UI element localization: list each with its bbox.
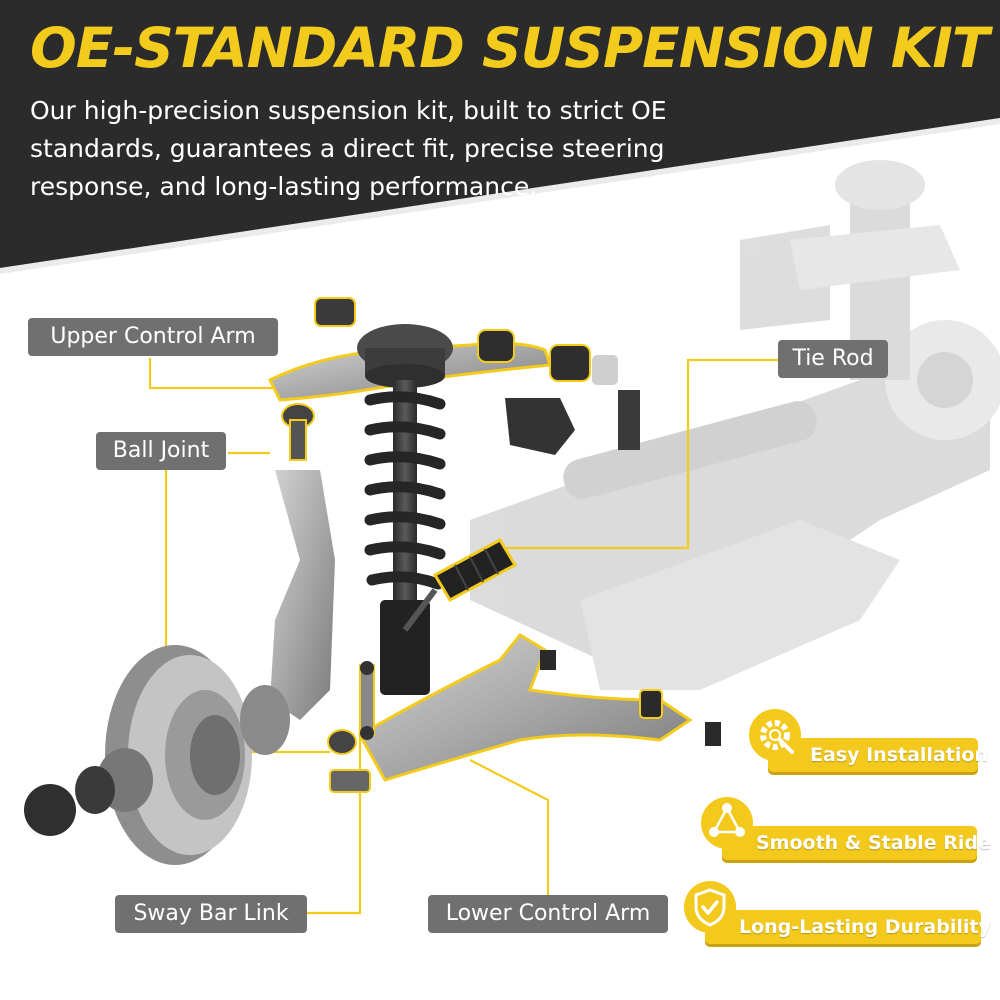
lower-control-arm-part bbox=[329, 633, 721, 793]
bracket-part bbox=[505, 390, 640, 455]
rotor-part bbox=[24, 645, 290, 865]
label-lower-control-arm: Lower Control Arm bbox=[428, 895, 668, 933]
sway-bar-link-part bbox=[359, 661, 375, 740]
label-sway-bar-link: Sway Bar Link bbox=[115, 895, 307, 933]
feature-label: Smooth & Stable Ride bbox=[722, 826, 991, 860]
feature-label: Long-Lasting Durability bbox=[705, 910, 991, 944]
strut-part bbox=[357, 324, 453, 695]
feature-label: Easy Installation bbox=[768, 738, 988, 772]
gear-wrench-icon bbox=[749, 709, 801, 761]
tie-rod-part bbox=[402, 538, 518, 632]
knuckle-part bbox=[270, 470, 335, 720]
chassis-background bbox=[470, 160, 1000, 690]
page-subtitle: Our high-precision suspension kit, built… bbox=[30, 96, 667, 201]
shield-check-icon bbox=[684, 881, 736, 933]
label-ball-joint: Ball Joint bbox=[96, 432, 226, 470]
label-tie-rod: Tie Rod bbox=[778, 340, 888, 378]
page-title: OE-STANDARD SUSPENSION KIT bbox=[30, 16, 989, 80]
label-upper-control-arm: Upper Control Arm bbox=[28, 318, 278, 356]
ball-joint-part bbox=[281, 403, 357, 755]
nodes-icon bbox=[701, 797, 753, 849]
